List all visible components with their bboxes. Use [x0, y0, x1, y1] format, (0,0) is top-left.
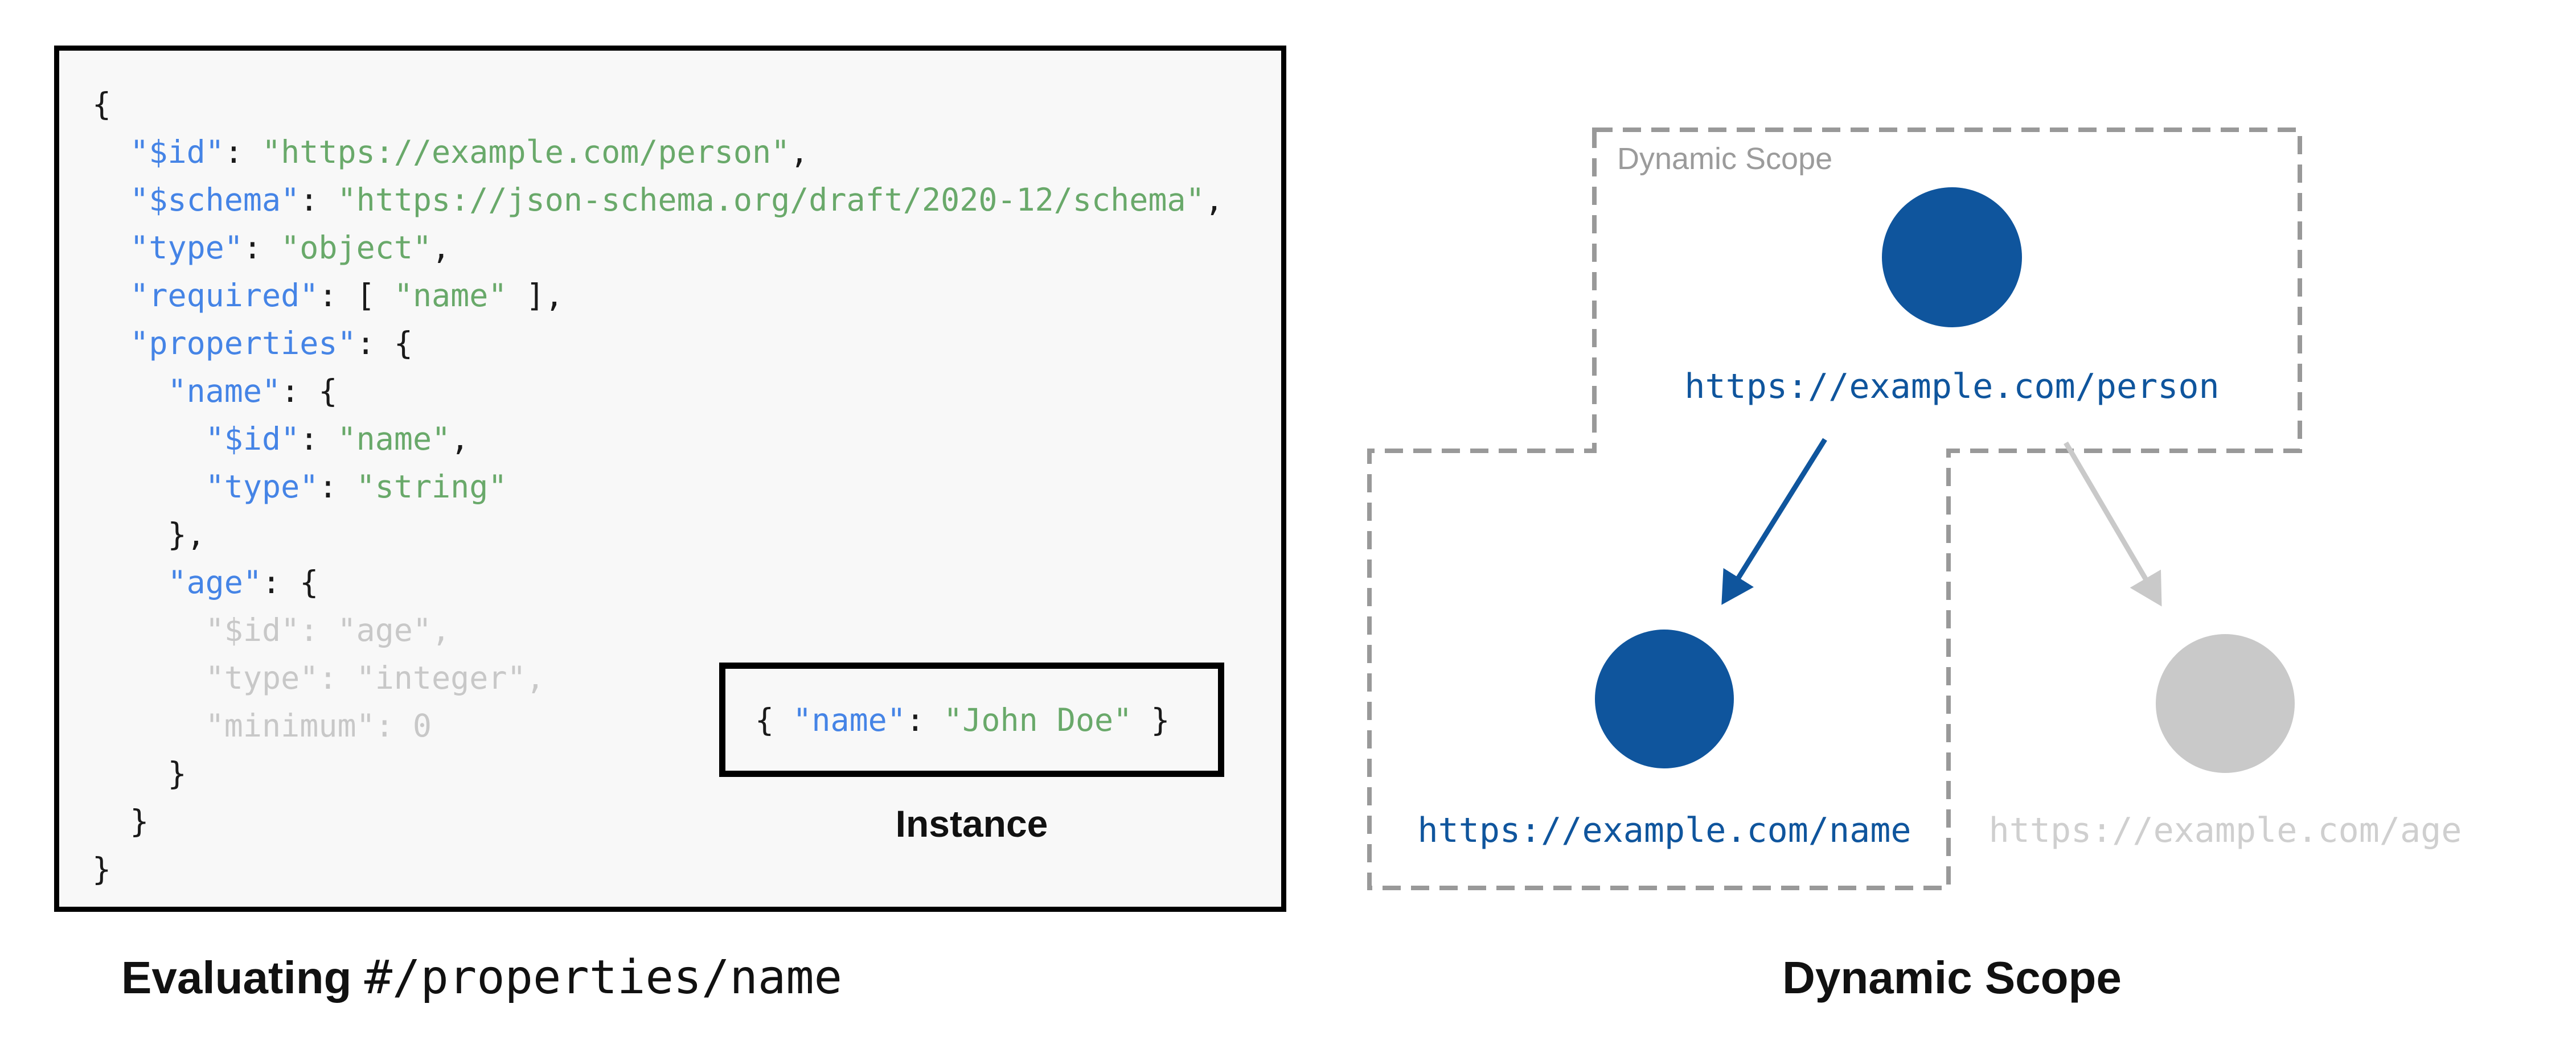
schema-code-panel: { "$id": "https://example.com/person", "…	[54, 46, 1286, 912]
node-person-circle	[1882, 187, 2022, 327]
node-name-url: https://example.com/name	[1417, 811, 1912, 850]
instance-label: Instance	[895, 803, 1048, 845]
instance-json-code: { "name": "John Doe" }	[755, 701, 1170, 738]
instance-box: { "name": "John Doe" }	[719, 663, 1224, 777]
evaluating-caption-pointer: #/properties/name	[364, 951, 843, 1005]
node-age-circle	[2156, 634, 2295, 773]
dynamic-scope-caption: Dynamic Scope	[1782, 952, 2122, 1003]
evaluating-caption: Evaluating #/properties/name	[121, 949, 842, 1006]
json-schema-code: { "$id": "https://example.com/person", "…	[92, 86, 1224, 887]
node-age-url: https://example.com/age	[1988, 811, 2462, 850]
edge-person-to-age-arrow	[2064, 441, 2162, 607]
dynamic-scope-region-label: Dynamic Scope	[1617, 142, 1833, 176]
node-person-url: https://example.com/person	[1684, 367, 2220, 406]
evaluating-caption-word: Evaluating	[121, 952, 352, 1003]
node-name-circle	[1595, 630, 1734, 768]
dynamic-scope-outline	[1367, 127, 2302, 890]
edge-person-to-name-arrow	[1721, 438, 1827, 605]
